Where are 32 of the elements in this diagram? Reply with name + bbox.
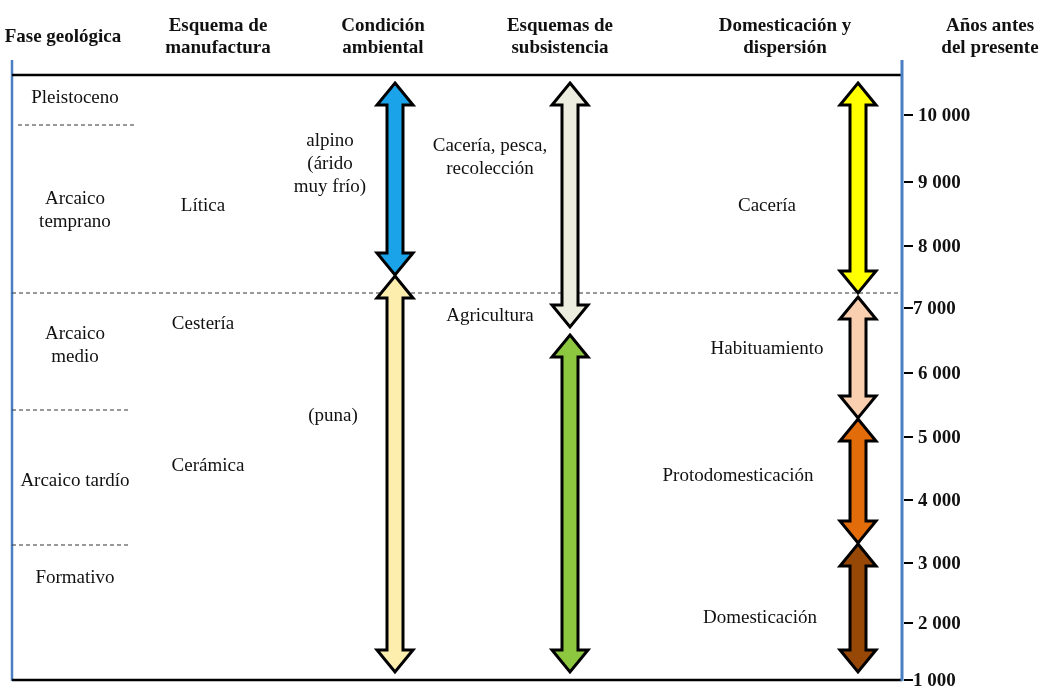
column-header: Domesticación y dispersión xyxy=(717,14,853,58)
table-text: Arcaico tardío xyxy=(20,468,130,492)
year-label: 4 000 xyxy=(918,488,961,512)
table-text: Cacería, pesca, recolección xyxy=(431,134,549,180)
table-text: Cerámica xyxy=(170,453,246,477)
column-header: Fase geológica xyxy=(3,25,123,47)
column-header: Condición ambiental xyxy=(340,14,426,58)
table-text: (puna) xyxy=(307,403,359,427)
table-text: Protodomesticación xyxy=(661,463,815,487)
column-header: Años antes del presente xyxy=(940,14,1040,58)
year-label: 8 000 xyxy=(918,234,961,258)
table-text: Pleistoceno xyxy=(30,85,120,109)
year-label: 10 000 xyxy=(918,103,971,127)
year-label: 3 000 xyxy=(918,551,961,575)
table-text: Cacería xyxy=(737,193,797,217)
table-text: Lítica xyxy=(179,193,227,217)
table-text: Cestería xyxy=(170,311,236,335)
table-text: alpino (árido muy frío) xyxy=(292,128,368,198)
year-label: 2 000 xyxy=(918,611,961,635)
year-label: 7 000 xyxy=(913,296,956,320)
table-text: Agricultura xyxy=(445,303,535,327)
year-label: 9 000 xyxy=(918,170,961,194)
column-header: Esquema de manufactura xyxy=(164,14,272,58)
column-header: Esquemas de subsistencia xyxy=(505,14,615,58)
table-text: Habituamiento xyxy=(709,336,825,360)
year-label: 5 000 xyxy=(918,425,961,449)
table-text: Arcaico temprano xyxy=(38,187,112,233)
table-text: Domesticación xyxy=(702,605,818,629)
year-label: 1 000 xyxy=(913,668,956,689)
table-text: Formativo xyxy=(34,565,116,589)
year-label: 6 000 xyxy=(918,361,961,385)
table-text: Arcaico medio xyxy=(43,322,107,368)
